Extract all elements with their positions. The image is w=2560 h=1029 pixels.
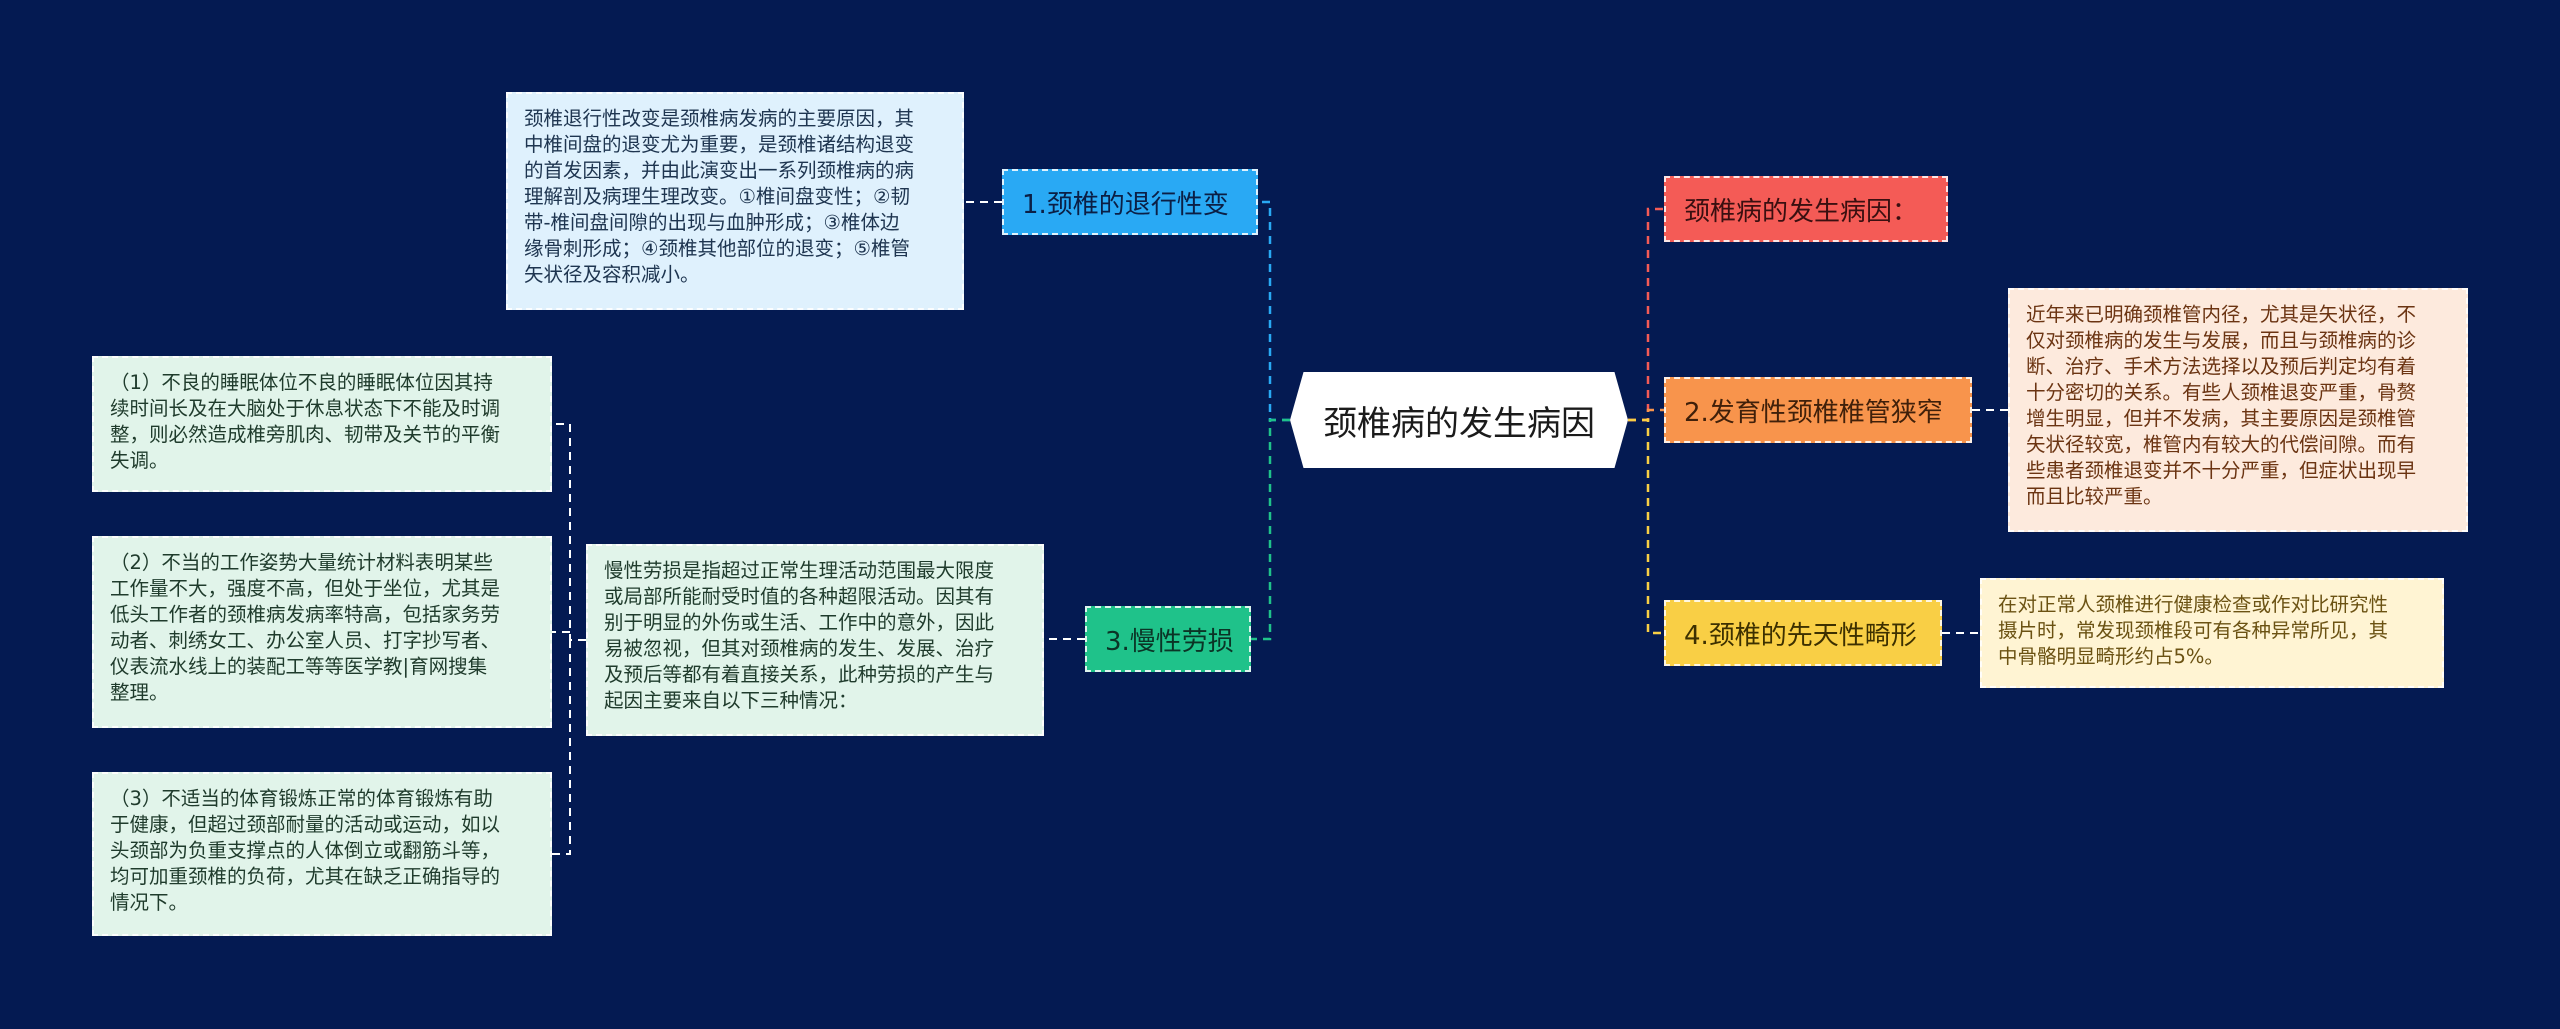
strain-case-sleep-posture[interactable]: （1）不良的睡眠体位不良的睡眠体位因其持 续时间长及在大脑处于休息状态下不能及时…	[92, 356, 552, 492]
connector-root-strain	[1251, 418, 1290, 641]
connector-strain-cases	[552, 423, 586, 855]
connector-root-stenosis	[1628, 408, 1664, 422]
detail-chronic-strain[interactable]: 慢性劳损是指超过正常生理活动范围最大限度 或局部所能耐受时值的各种超限活动。因其…	[586, 544, 1044, 736]
root-topic[interactable]: 颈椎病的发生病因	[1290, 372, 1628, 468]
connector-root-degeneration	[1258, 200, 1290, 422]
detail-degeneration[interactable]: 颈椎退行性改变是颈椎病发病的主要原因，其 中椎间盘的退变尤为重要，是颈椎诸结构退…	[506, 92, 964, 310]
detail-congenital-deformity[interactable]: 在对正常人颈椎进行健康检查或作对比研究性 摄片时，常发现颈椎段可有各种异常所见，…	[1980, 578, 2444, 688]
strain-case-work-posture[interactable]: （2）不当的工作姿势大量统计材料表明某些 工作量不大，强度不高，但处于坐位，尤其…	[92, 536, 552, 728]
branch-causes-heading[interactable]: 颈椎病的发生病因：	[1664, 176, 1948, 242]
branch-congenital-deformity[interactable]: 4.颈椎的先天性畸形	[1664, 600, 1942, 666]
strain-case-exercise[interactable]: （3）不适当的体育锻炼正常的体育锻炼有助 于健康，但超过颈部耐量的活动或运动，如…	[92, 772, 552, 936]
connector-root-congenital	[1628, 418, 1664, 635]
connector-root-causes-heading	[1628, 207, 1664, 422]
detail-canal-stenosis[interactable]: 近年来已明确颈椎管内径，尤其是矢状径，不 仅对颈椎病的发生与发展，而且与颈椎病的…	[2008, 288, 2468, 532]
branch-chronic-strain[interactable]: 3.慢性劳损	[1085, 606, 1251, 672]
branch-canal-stenosis[interactable]: 2.发育性颈椎椎管狭窄	[1664, 377, 1972, 443]
branch-degeneration[interactable]: 1.颈椎的退行性变	[1002, 169, 1258, 235]
